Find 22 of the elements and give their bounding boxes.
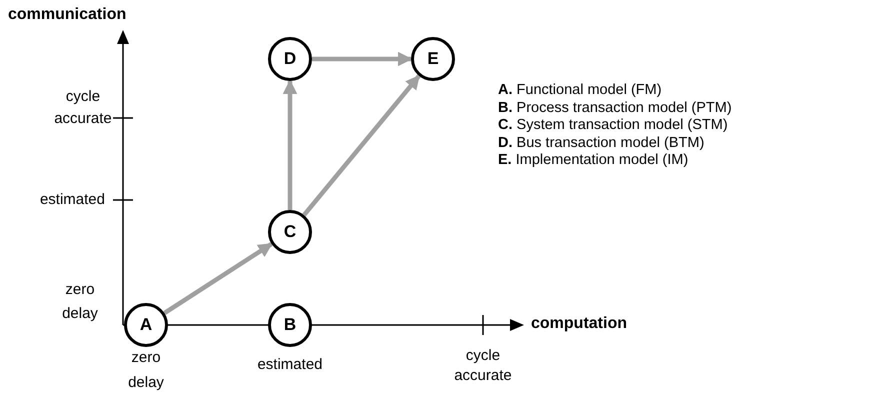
axis-title: communication	[8, 5, 128, 25]
node-circle: B	[268, 303, 312, 347]
tick-label: zero delay	[61, 280, 99, 324]
legend-text: C. System transaction model (STM)	[498, 117, 729, 134]
tick-label: cycle accurate	[453, 346, 513, 386]
arrow	[163, 242, 273, 315]
tick-label: zero delay	[127, 348, 165, 393]
node-circle: D	[268, 37, 312, 81]
arrow	[302, 74, 421, 216]
tick-label: estimated	[38, 190, 105, 210]
tick-label: estimated	[256, 355, 324, 375]
node-circle: E	[411, 37, 455, 81]
legend-text: A. Functional model (FM)	[498, 82, 663, 99]
legend-text: E. Implementation model (IM)	[498, 152, 690, 169]
legend-text: D. Bus transaction model (BTM)	[498, 134, 706, 152]
axis-title: computation	[531, 314, 628, 334]
arrow	[282, 80, 298, 210]
legend-text: B. Process transaction model (PTM)	[498, 100, 733, 116]
node-circle: A	[124, 303, 168, 347]
tick-label: cycle accurate	[53, 87, 113, 129]
arrow	[312, 52, 412, 66]
node-circle: C	[268, 210, 312, 254]
